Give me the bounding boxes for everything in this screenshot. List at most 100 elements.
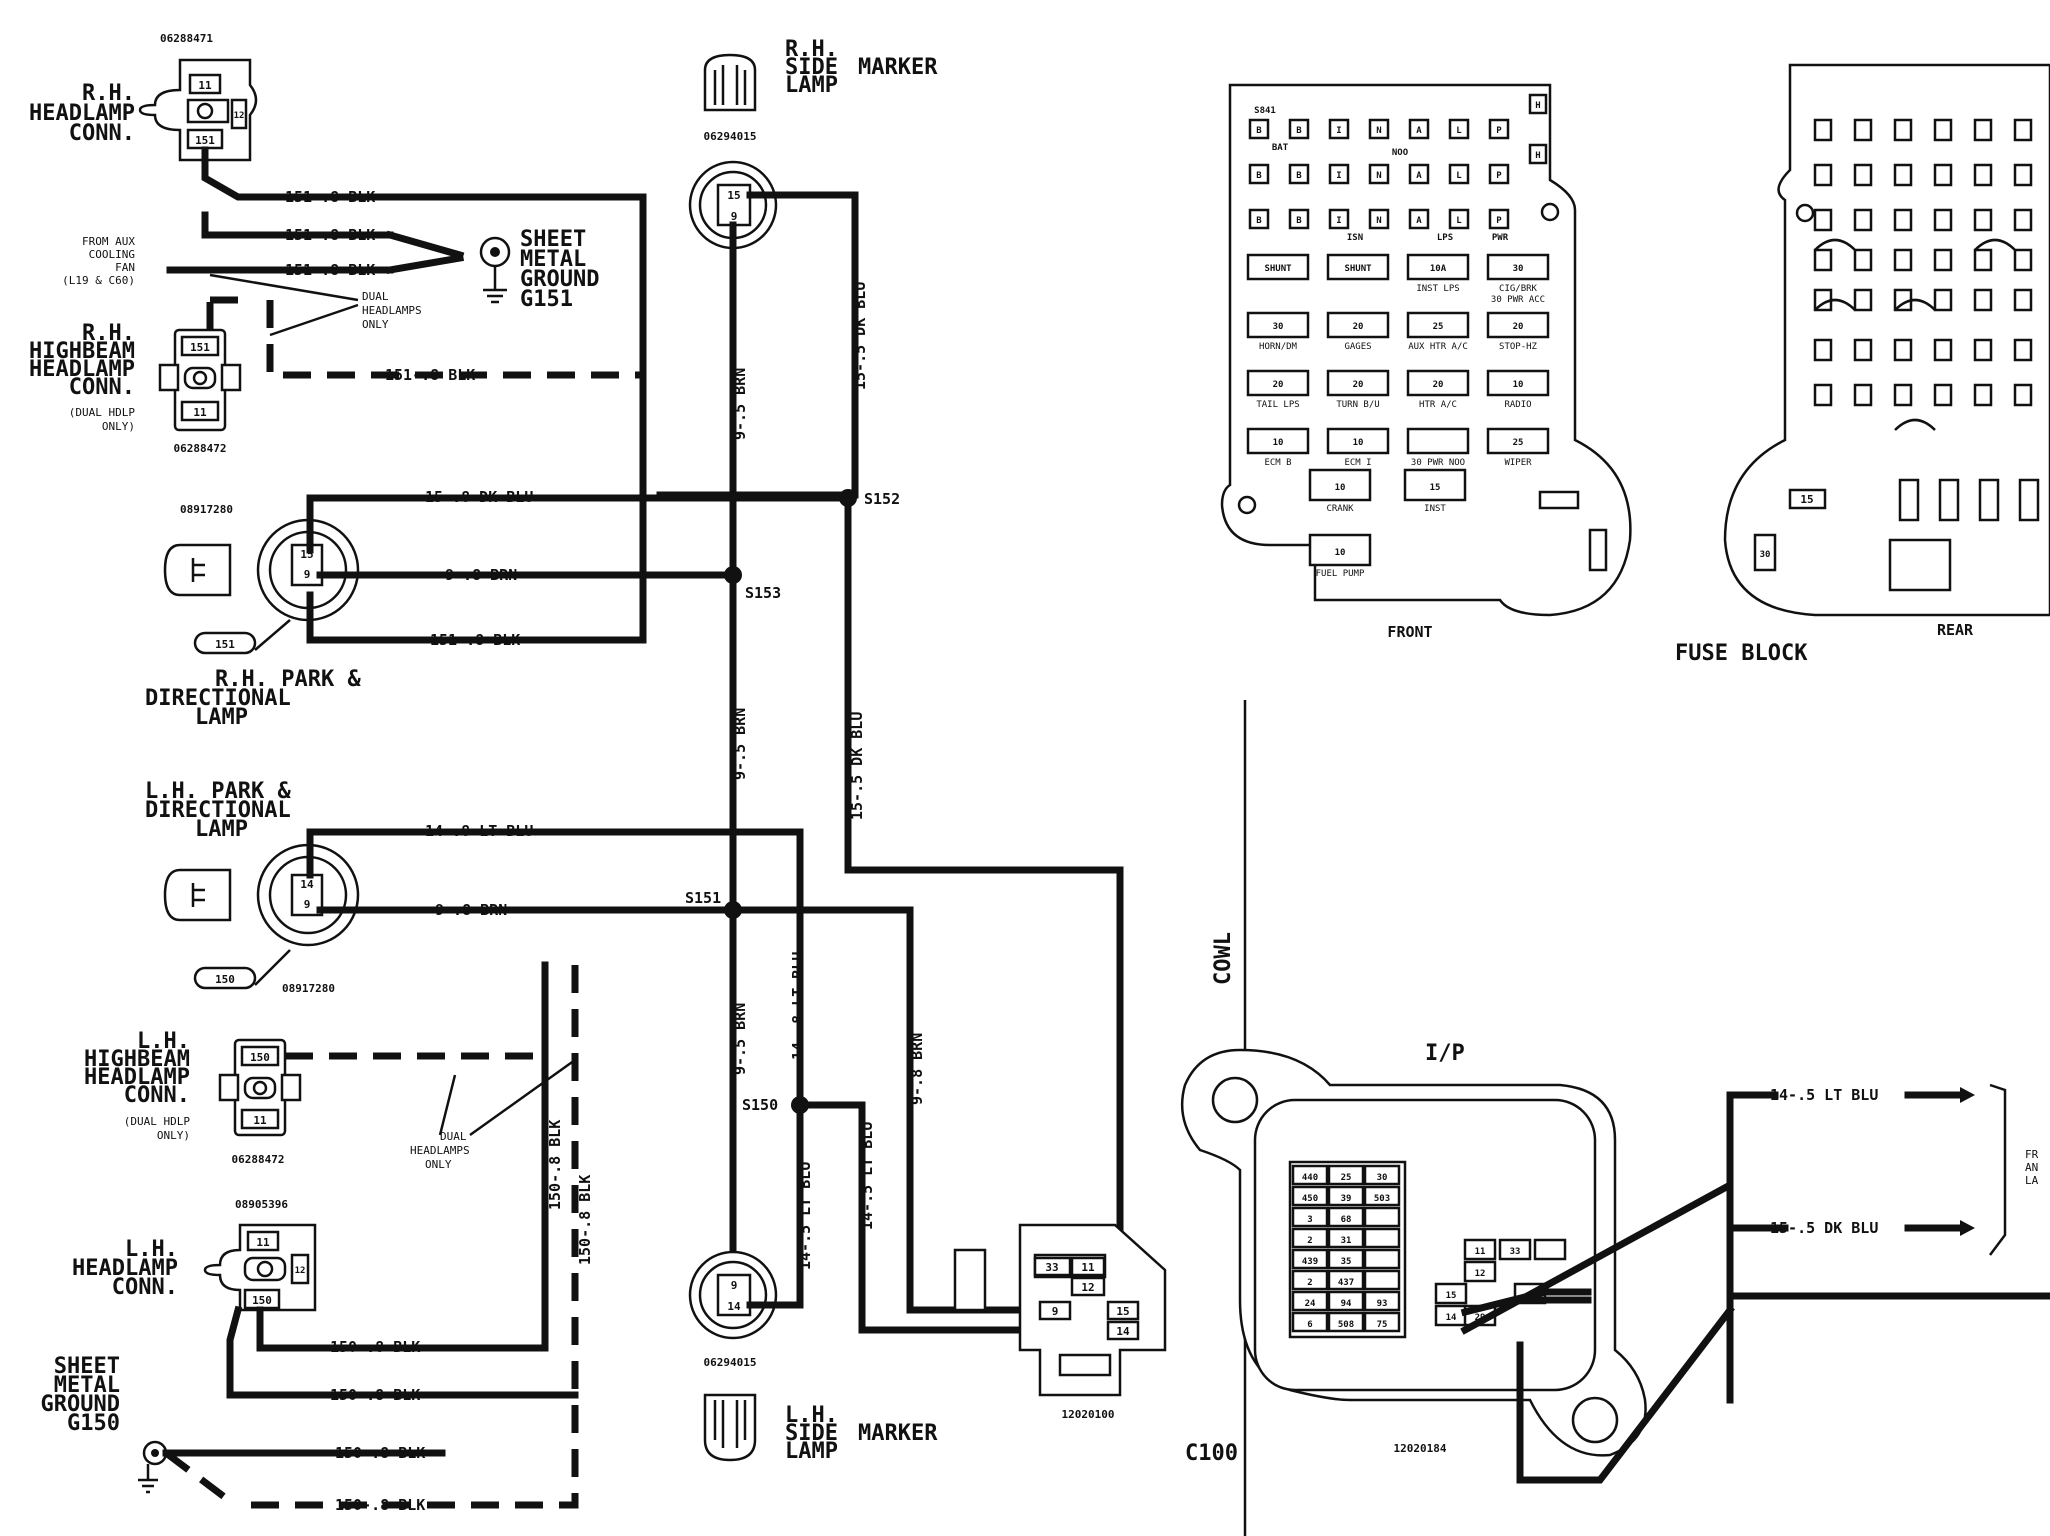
ip-pin-number: 450 bbox=[1302, 1194, 1318, 1204]
svg-text:G151: G151 bbox=[520, 287, 573, 312]
lh-side-marker-lamp: 9 14 06294015 L.H. SIDE MARKER LAMP bbox=[688, 1250, 938, 1464]
svg-text:06288472: 06288472 bbox=[232, 1153, 285, 1166]
ip-pin-cell bbox=[1291, 1269, 1329, 1291]
fuse-terminal bbox=[1448, 118, 1470, 140]
fuse-terminal bbox=[1328, 118, 1350, 140]
fuse bbox=[1486, 311, 1550, 339]
svg-text:14: 14 bbox=[1116, 1325, 1130, 1338]
rear-terminal bbox=[2013, 208, 2033, 232]
svg-text:FAN: FAN bbox=[115, 261, 135, 274]
fuse-top-label: BAT bbox=[1272, 143, 1289, 153]
ip-pin-number: 439 bbox=[1302, 1257, 1318, 1267]
fuse-name: ECM I bbox=[1344, 458, 1371, 468]
fuse bbox=[1486, 427, 1550, 455]
ip-pin-cell bbox=[1363, 1227, 1401, 1249]
rear-jumper bbox=[1974, 238, 2016, 251]
wire-label: 150-.8 BLK bbox=[330, 1386, 420, 1404]
wire-label: 9-.5 BRN bbox=[731, 708, 749, 780]
fuse-rating: SHUNT bbox=[1344, 264, 1372, 274]
svg-text:FR: FR bbox=[2025, 1148, 2039, 1161]
wire-label: 9-.5 BRN bbox=[731, 1003, 749, 1075]
fuse-rating: 20 bbox=[1513, 322, 1524, 332]
svg-text:L.H. PARK &: L.H. PARK & bbox=[145, 779, 291, 804]
rear-terminal bbox=[1853, 338, 1873, 362]
fuse-terminal-label: N bbox=[1376, 216, 1381, 226]
fuse-name: HORN/DM bbox=[1259, 342, 1298, 352]
svg-text:(DUAL HDLP: (DUAL HDLP bbox=[124, 1115, 191, 1128]
ip-pin-cell bbox=[1363, 1248, 1401, 1270]
fuse-terminal bbox=[1408, 163, 1430, 185]
fuse-slot bbox=[1538, 490, 1580, 510]
ip-pin-cell bbox=[1434, 1282, 1468, 1305]
fuse-terminal bbox=[1408, 208, 1430, 230]
wire-label: 151-.8 BLK bbox=[385, 366, 475, 384]
wire-label: 14-.5 LT BLU bbox=[1770, 1086, 1878, 1104]
svg-text:11: 11 bbox=[193, 406, 207, 419]
fuse-terminal-label: I bbox=[1336, 171, 1341, 181]
fuse-terminal-label: P bbox=[1496, 216, 1502, 226]
fuse-name: 30 PWR NOO bbox=[1411, 458, 1465, 468]
fuse bbox=[1308, 533, 1372, 567]
svg-text:L.H.: L.H. bbox=[125, 1237, 178, 1262]
svg-text:12: 12 bbox=[1081, 1281, 1094, 1294]
svg-text:15: 15 bbox=[1116, 1305, 1129, 1318]
rear-terminal bbox=[1933, 208, 1953, 232]
svg-text:ONLY: ONLY bbox=[362, 318, 389, 331]
fuse-name: HTR A/C bbox=[1419, 400, 1457, 410]
svg-text:CONN.: CONN. bbox=[69, 121, 135, 146]
svg-text:ONLY): ONLY) bbox=[102, 420, 135, 433]
fuse-terminal-label: P bbox=[1496, 126, 1502, 136]
svg-text:SIDE: SIDE bbox=[785, 55, 838, 80]
fuse-terminal bbox=[1488, 163, 1510, 185]
ip-pin-cell bbox=[1363, 1206, 1401, 1228]
rh-side-marker-lamp: R.H. SIDE MARKER LAMP 06294015 15 9 bbox=[688, 37, 938, 250]
fuse-terminal-label: A bbox=[1416, 126, 1422, 136]
fuse-terminal-label: B bbox=[1256, 216, 1262, 226]
rear-terminal bbox=[2013, 163, 2033, 187]
wire-label: 150-.8 BLK bbox=[330, 1338, 420, 1356]
svg-text:R.H.: R.H. bbox=[82, 321, 135, 346]
fuse-terminal bbox=[1408, 118, 1430, 140]
wire-label: 9-.8 BRN bbox=[435, 901, 507, 919]
rear-jumper bbox=[1814, 238, 1856, 251]
svg-text:12: 12 bbox=[295, 1266, 306, 1276]
svg-text:ONLY: ONLY bbox=[425, 1158, 452, 1171]
fuse bbox=[1406, 427, 1470, 455]
ip-pin-number: 15 bbox=[1446, 1291, 1457, 1301]
ip-pin-cell bbox=[1327, 1290, 1365, 1312]
fuse-terminal-label: L bbox=[1456, 171, 1462, 181]
svg-text:G150: G150 bbox=[67, 1411, 120, 1436]
fuse-rating: 20 bbox=[1353, 322, 1364, 332]
rear-terminal bbox=[1973, 338, 1993, 362]
svg-text:HIGHBEAM: HIGHBEAM bbox=[84, 1047, 190, 1072]
svg-text:GROUND: GROUND bbox=[520, 267, 599, 292]
ip-pin-cell bbox=[1463, 1238, 1497, 1261]
rear-terminal bbox=[1973, 248, 1993, 272]
fuse-terminal-label: B bbox=[1256, 126, 1262, 136]
svg-text:150: 150 bbox=[215, 973, 235, 986]
svg-text:06288472: 06288472 bbox=[174, 442, 227, 455]
rear-slot bbox=[2018, 478, 2040, 522]
fuse-terminal bbox=[1248, 208, 1270, 230]
svg-text:12020100: 12020100 bbox=[1062, 1408, 1115, 1421]
ip-pin-cell bbox=[1291, 1227, 1329, 1249]
rear-terminal bbox=[2013, 288, 2033, 312]
fuse-terminal-label: A bbox=[1416, 216, 1422, 226]
ip-pin-number: 75 bbox=[1377, 1320, 1388, 1330]
fuse-front-label: FRONT bbox=[1387, 623, 1432, 641]
wire-label: 9-.5 BRN bbox=[731, 368, 749, 440]
rear-terminal bbox=[1973, 163, 1993, 187]
svg-text:HEADLAMP: HEADLAMP bbox=[29, 357, 135, 382]
fuse-terminal bbox=[1248, 118, 1270, 140]
rear-terminal bbox=[1853, 383, 1873, 407]
rh-headlamp-connector: 06288471 R.H. HEADLAMP CONN. 11 12 151 bbox=[29, 32, 258, 162]
wire-label: 151-.8 BLK bbox=[430, 631, 520, 649]
fuse-terminal-label: P bbox=[1496, 171, 1502, 181]
ip-pin-number: 12 bbox=[1475, 1269, 1486, 1279]
fuse-side-terminal bbox=[1528, 143, 1548, 165]
svg-text:MARKER: MARKER bbox=[858, 1421, 938, 1446]
fuse-rating: 20 bbox=[1273, 380, 1284, 390]
svg-text:DUAL: DUAL bbox=[440, 1130, 467, 1143]
fuse bbox=[1486, 253, 1550, 281]
